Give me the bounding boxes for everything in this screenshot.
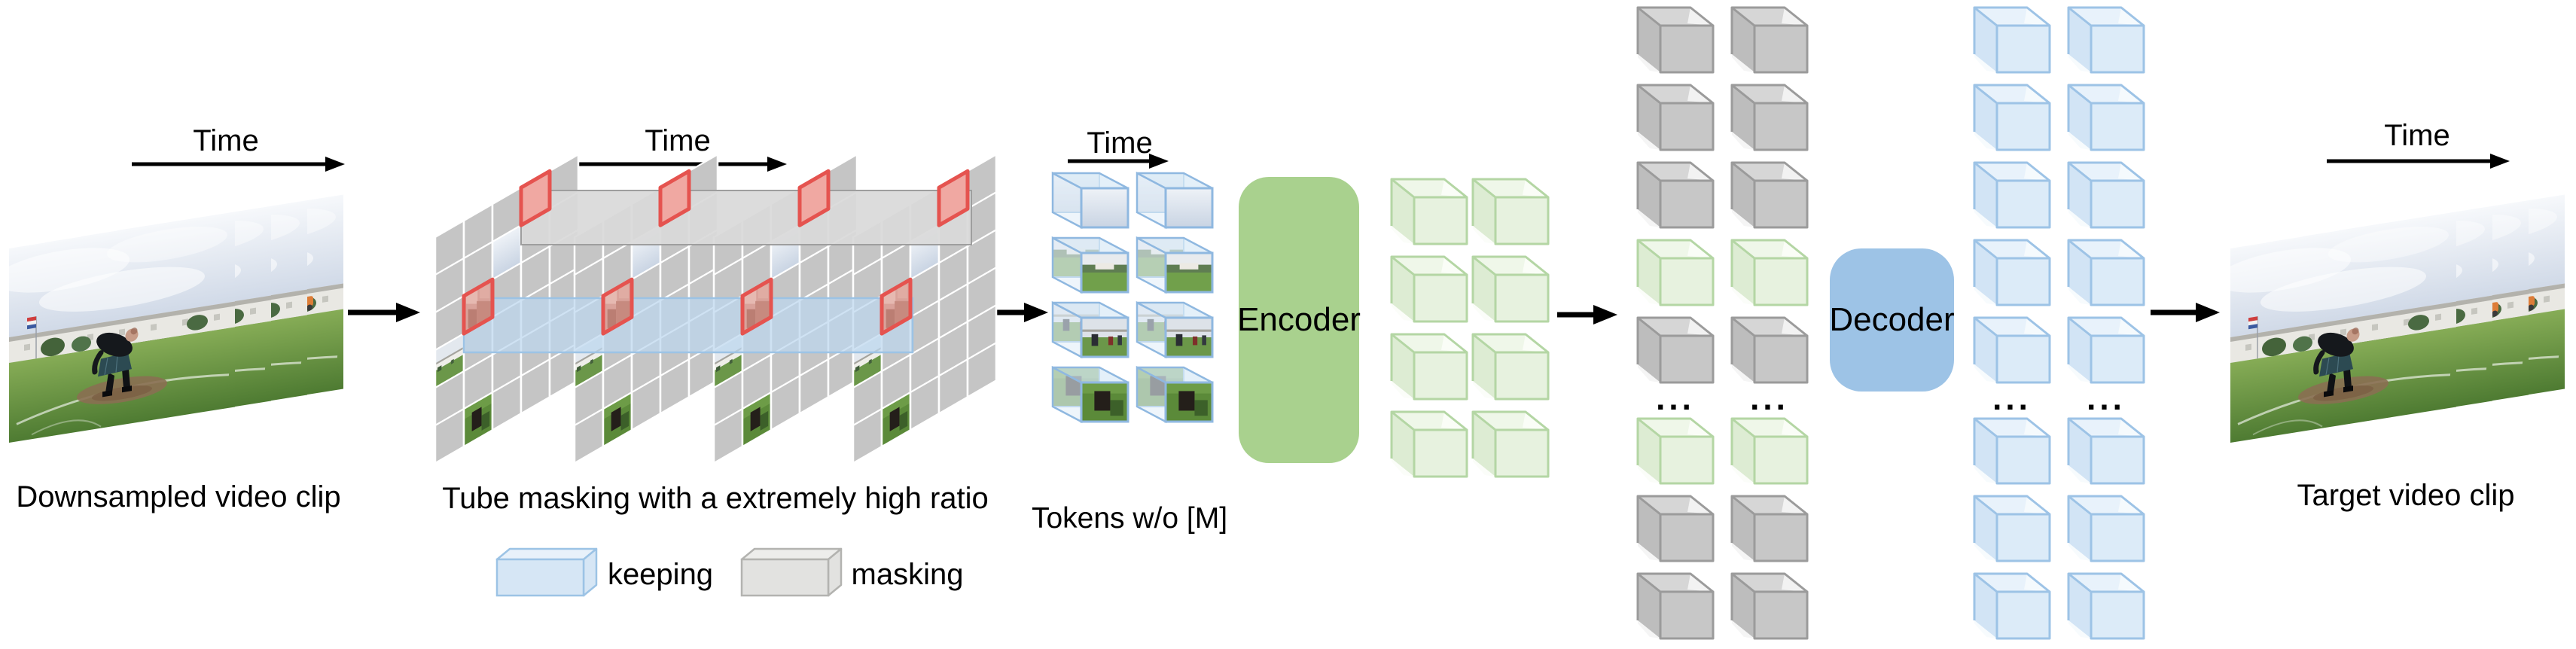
feature-cube <box>1730 417 1809 485</box>
token-cube <box>1136 171 1214 230</box>
feature-cube <box>1973 417 2051 485</box>
feature-cube <box>1730 239 1809 306</box>
token-cube <box>1136 365 1214 424</box>
feature-cube <box>1973 6 2051 74</box>
flow-arrow <box>1557 305 1617 324</box>
feature-cube <box>1730 572 1809 640</box>
feature-cube <box>1390 178 1468 245</box>
mask-tube-band <box>520 190 972 245</box>
feature-cube <box>2067 84 2145 151</box>
feature-cube <box>1730 84 1809 151</box>
token-cube <box>1051 236 1129 294</box>
masked-red-cell-top <box>797 169 831 227</box>
ellipsis-dots: ... <box>1992 380 2032 417</box>
ellipsis-dots: ... <box>1750 380 1789 417</box>
feature-cube <box>1730 495 1809 562</box>
feature-cube <box>1730 6 1809 74</box>
feature-cube <box>1973 239 2051 306</box>
encoder-block: Encoder <box>1237 177 1361 463</box>
time-label-tokens: Time <box>1087 126 1153 160</box>
tube-masking-label: Tube masking with a extremely high ratio <box>442 482 989 515</box>
time-arrow <box>132 157 345 172</box>
feature-cube <box>2067 495 2145 562</box>
feature-cube <box>1973 495 2051 562</box>
feature-cube <box>2067 316 2145 384</box>
decoder-block: Decoder <box>1829 248 1955 392</box>
feature-cube <box>1471 410 1550 478</box>
feature-cube <box>1390 410 1468 478</box>
feature-cube <box>1636 239 1715 306</box>
feature-cube <box>1973 161 2051 229</box>
feature-cube <box>1390 255 1468 323</box>
downsampled-video-stack <box>0 194 343 445</box>
feature-cube <box>1636 161 1715 229</box>
feature-cube <box>1471 178 1550 245</box>
feature-cube <box>1390 333 1468 401</box>
time-arrow <box>576 157 787 172</box>
kept-red-cell-middle <box>879 277 913 336</box>
legend-keeping-label: keeping <box>607 558 714 591</box>
token-cube <box>1136 300 1214 359</box>
feature-cube <box>2067 572 2145 640</box>
feature-cube <box>1636 495 1715 562</box>
target-clip-label: Target video clip <box>2297 479 2515 512</box>
feature-cube <box>1636 572 1715 640</box>
ellipsis-dots: ... <box>1656 380 1695 417</box>
feature-cube <box>1730 316 1809 384</box>
feature-cube <box>1636 6 1715 74</box>
keep-tube-band <box>462 297 914 354</box>
feature-cube <box>1636 417 1715 485</box>
flow-arrow <box>348 303 420 322</box>
feature-cube <box>1973 572 2051 640</box>
video-frame <box>2215 212 2456 445</box>
legend-masking-label: masking <box>851 558 964 591</box>
time-arrow <box>2327 154 2510 169</box>
feature-cube <box>2067 161 2145 229</box>
masked-red-cell-top <box>658 169 691 227</box>
token-cube <box>1051 171 1129 230</box>
feature-cube <box>2067 417 2145 485</box>
kept-red-cell-middle <box>601 277 634 336</box>
tokens-label: Tokens w/o [M] <box>1031 502 1228 535</box>
time-label-tube: Time <box>645 124 711 157</box>
flow-arrow <box>2151 303 2220 322</box>
masked-red-cell-top <box>937 169 970 227</box>
ellipsis-dots: ... <box>2087 380 2126 417</box>
tube-masking-figure <box>434 153 998 465</box>
grid-cell <box>966 341 998 399</box>
token-cube <box>1051 300 1129 359</box>
feature-cube <box>1730 161 1809 229</box>
feature-cube <box>1471 333 1550 401</box>
feature-cube <box>2067 239 2145 306</box>
token-cube <box>1051 365 1129 424</box>
time-arrow <box>1068 154 1169 169</box>
feature-cube <box>1471 255 1550 323</box>
feature-cube <box>1973 316 2051 384</box>
feature-cube <box>1636 84 1715 151</box>
target-video-stack <box>2215 194 2565 445</box>
feature-cube <box>1636 316 1715 384</box>
decoder-label: Decoder <box>1829 301 1955 338</box>
time-label-left: Time <box>193 124 259 157</box>
downsampled-clip-label: Downsampled video clip <box>16 480 341 513</box>
time-label-target: Time <box>2384 119 2450 152</box>
token-cube <box>1136 236 1214 294</box>
legend-masking-swatch <box>740 547 843 597</box>
video-frame <box>0 212 235 445</box>
kept-red-cell-middle <box>740 277 773 336</box>
kept-red-cell-middle <box>462 277 495 336</box>
feature-cube <box>2067 6 2145 74</box>
masked-red-cell-top <box>519 169 552 227</box>
legend-keeping-swatch <box>495 547 598 597</box>
feature-cube <box>1973 84 2051 151</box>
encoder-label: Encoder <box>1237 301 1361 338</box>
